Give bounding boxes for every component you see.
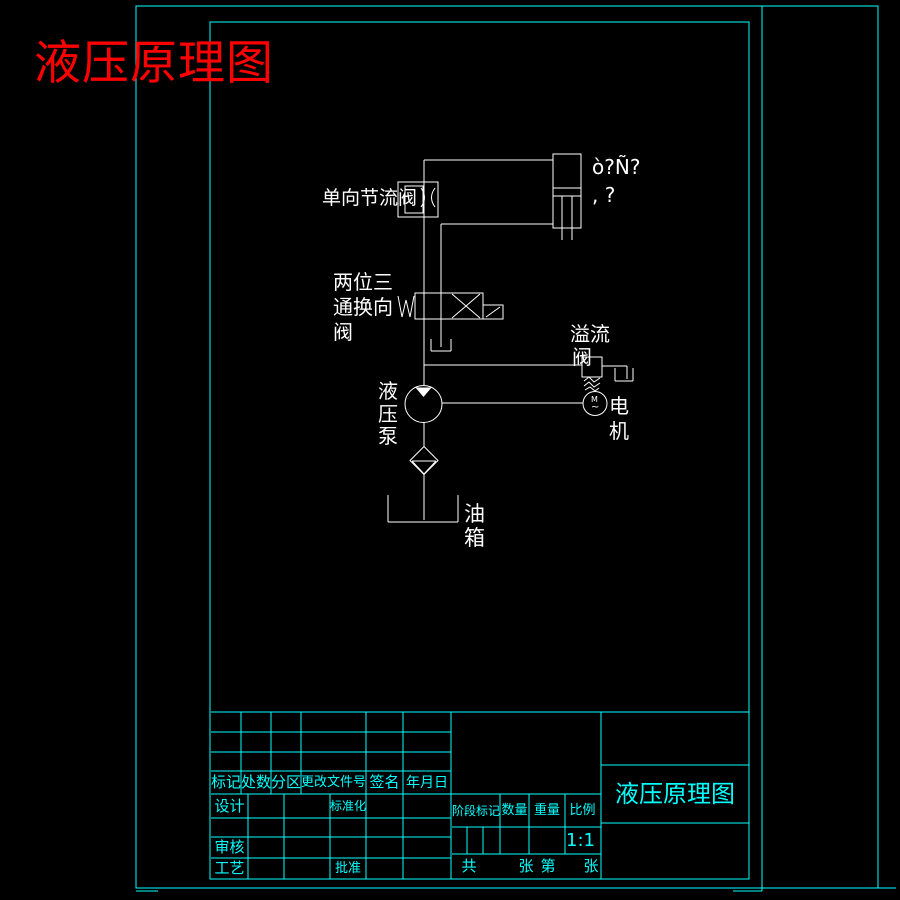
- tank-symbol: [387, 495, 459, 523]
- relief-valve-symbol: [581, 356, 634, 392]
- page-title: 液压原理图: [34, 36, 274, 91]
- tb-col-change-file-no: 更改文件号: [301, 775, 367, 790]
- tb-review-label: 审核: [214, 838, 245, 856]
- cylinder-garbled-text-1: ò?Ñ?: [592, 155, 641, 179]
- tb-approve-label: 批准: [334, 861, 361, 876]
- relief-valve-label-line2: 阀: [572, 345, 592, 369]
- tb-sheet-unit2: 张: [583, 857, 599, 875]
- tb-scale-label: 比例: [569, 803, 596, 818]
- motor-label-char2: 机: [609, 419, 629, 443]
- tb-sheet-ordinal-label: 第: [540, 857, 556, 875]
- motor-symbol: [582, 391, 608, 416]
- tb-sheet-unit1: 张: [518, 857, 534, 875]
- tb-col-signature: 签名: [369, 773, 400, 791]
- tb-standardization-label: 标准化: [330, 799, 367, 813]
- pump-label-char3: 泵: [378, 424, 398, 448]
- relief-valve-label-line1: 溢流: [570, 322, 610, 346]
- tb-process-label: 工艺: [214, 859, 245, 877]
- tb-design-label: 设计: [214, 796, 245, 815]
- tb-weight-label: 重量: [533, 803, 560, 818]
- tb-drawing-title: 液压原理图: [615, 780, 735, 808]
- tb-col-count: 处数: [241, 773, 272, 791]
- filter-symbol: [409, 445, 439, 476]
- tb-sheet-total-label: 共: [461, 857, 477, 875]
- tank-label-char2: 箱: [464, 526, 485, 550]
- tb-scale-value: 1:1: [566, 829, 595, 851]
- throttle-valve-symbol: [397, 181, 439, 218]
- title-block-grid: [211, 711, 749, 879]
- tank-label-char1: 油: [464, 502, 485, 526]
- directional-valve-label-line3: 阀: [333, 320, 353, 344]
- pump-label-char1: 液: [378, 379, 398, 403]
- motor-label-char1: 电: [609, 394, 629, 418]
- throttle-valve-label: 单向节流阀: [322, 187, 418, 209]
- cylinder-symbol: [552, 153, 582, 240]
- motor-wave-mark: ~: [591, 402, 600, 413]
- directional-valve-label-line1: 两位三: [333, 270, 393, 294]
- tb-stage-mark-label: 阶段标记: [452, 803, 501, 818]
- tb-col-zone: 分区: [271, 773, 302, 791]
- tb-col-date: 年月日: [406, 774, 448, 791]
- directional-valve-label-line2: 通换向: [333, 295, 393, 319]
- tb-col-mark: 标记: [211, 773, 242, 791]
- directional-valve-symbol: [397, 292, 504, 352]
- cylinder-garbled-text-2: , ?: [592, 183, 616, 207]
- pump-label-char2: 压: [378, 402, 398, 426]
- sheet-frame: [135, 5, 896, 892]
- tb-quantity-label: 数量: [501, 803, 528, 818]
- motor-m-mark: M: [591, 395, 598, 404]
- pump-symbol: [404, 385, 443, 423]
